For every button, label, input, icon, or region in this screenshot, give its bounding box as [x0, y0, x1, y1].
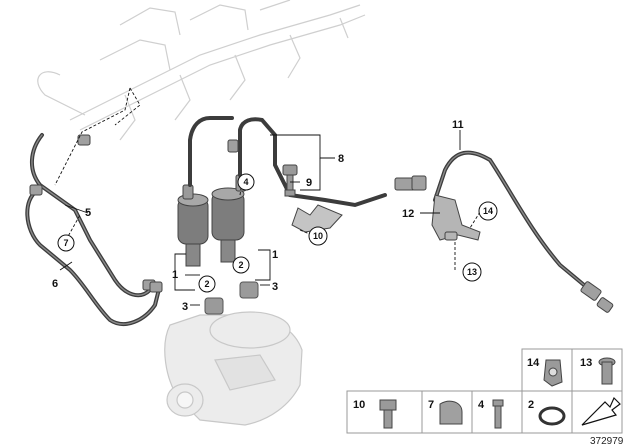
mount-pads — [204, 281, 259, 315]
reference-number: 372979 — [590, 436, 624, 447]
legend-bolt-10-icon — [379, 399, 397, 429]
solenoid-valves — [177, 174, 247, 267]
circled-callout-2-left: 2 — [198, 275, 216, 293]
circled-callout-7: 7 — [57, 234, 75, 252]
callout-1-left: 1 — [172, 269, 178, 281]
legend-label-10: 10 — [353, 399, 365, 411]
svg-text:2: 2 — [204, 279, 209, 289]
svg-text:4: 4 — [243, 177, 248, 187]
callout-11: 11 — [452, 119, 464, 131]
svg-text:7: 7 — [63, 238, 68, 248]
fuel-rail-background — [37, 0, 366, 141]
fuel-lines-highlight — [26, 134, 591, 325]
callout-6: 6 — [52, 278, 58, 290]
legend-label-14: 14 — [527, 357, 540, 369]
legend-label-7: 7 — [428, 399, 434, 411]
legend-label-2: 2 — [528, 399, 534, 411]
callout-5: 5 — [85, 207, 91, 219]
legend-bolt-13-icon — [598, 357, 616, 385]
callout-12: 12 — [402, 208, 414, 220]
callout-9: 9 — [306, 177, 312, 189]
callout-8: 8 — [338, 153, 344, 165]
legend-clamp-7-icon — [439, 400, 463, 425]
legend-clip-icon — [543, 359, 563, 387]
parts-legend: 14 13 10 7 4 2 — [346, 348, 623, 434]
legend-seal-2-icon — [538, 406, 566, 426]
callout-labels: 5 6 8 9 11 12 1 1 3 3 — [52, 119, 464, 313]
legend-bolt-4-icon — [492, 399, 504, 429]
leader-lines — [54, 87, 481, 306]
svg-text:13: 13 — [467, 267, 477, 277]
line-fittings — [29, 134, 614, 313]
callout-1-right: 1 — [272, 249, 278, 261]
line-bracket — [291, 194, 481, 241]
svg-text:14: 14 — [483, 206, 493, 216]
circled-callout-4: 4 — [237, 173, 255, 191]
circled-callout-10: 10 — [308, 226, 328, 246]
pump-body-background — [164, 311, 303, 426]
legend-label-13: 13 — [580, 357, 592, 369]
circled-callout-13: 13 — [462, 262, 482, 282]
callout-3-left: 3 — [182, 301, 188, 313]
circled-callout-2-right: 2 — [232, 256, 250, 274]
callout-3-right: 3 — [272, 281, 278, 293]
legend-wrench-arrow-icon — [581, 396, 621, 426]
pressure-sensor — [282, 164, 298, 197]
svg-text:2: 2 — [238, 260, 243, 270]
circled-callout-14: 14 — [478, 201, 498, 221]
legend-label-4: 4 — [478, 399, 485, 411]
svg-text:10: 10 — [313, 231, 323, 241]
circled-callouts: 7 4 2 2 10 14 13 — [57, 173, 498, 293]
